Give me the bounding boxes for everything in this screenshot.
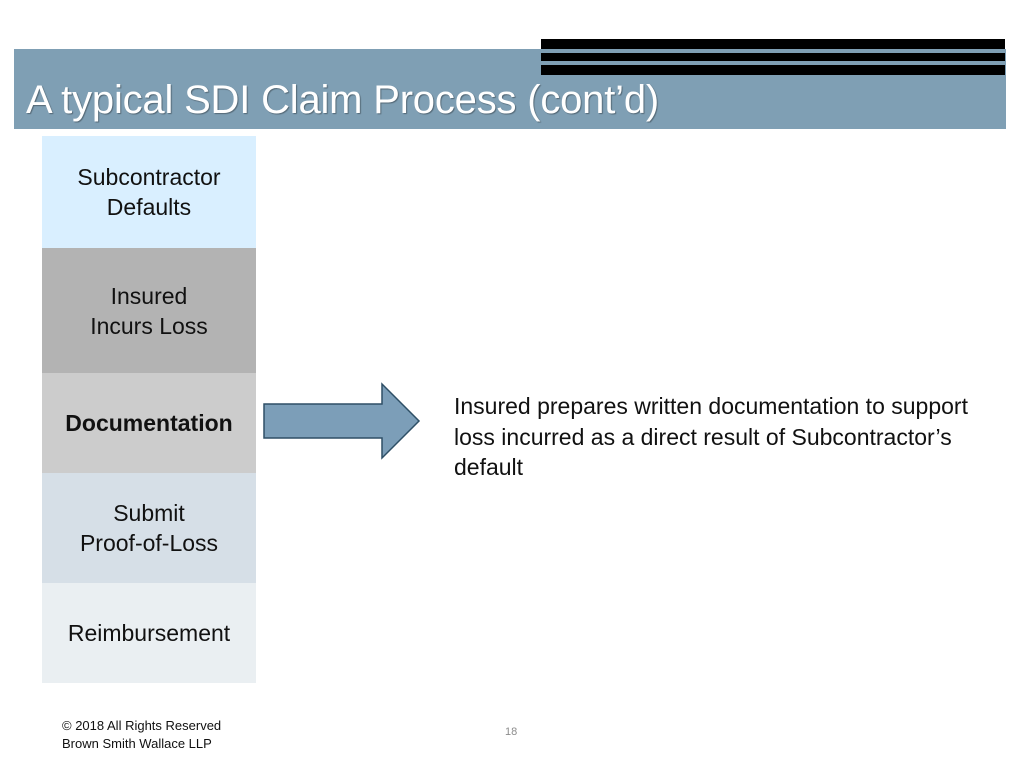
step-description: Insured prepares written documentation t… xyxy=(454,393,968,480)
slide-title: A typical SDI Claim Process (cont’d) xyxy=(26,78,659,122)
step-insured-incurs-loss: Insured Incurs Loss xyxy=(42,248,256,373)
step-documentation: Documentation xyxy=(42,373,256,473)
right-arrow-icon xyxy=(263,382,421,460)
copyright-text: © 2018 All Rights Reserved xyxy=(62,718,222,733)
decorative-stripes xyxy=(541,39,1005,79)
title-bar xyxy=(14,49,1006,129)
stripe xyxy=(541,53,1005,61)
step-reimbursement: Reimbursement xyxy=(42,583,256,683)
process-steps: Subcontractor Defaults Insured Incurs Lo… xyxy=(42,136,256,683)
stripe xyxy=(541,39,1005,49)
step-subcontractor-defaults: Subcontractor Defaults xyxy=(42,136,256,248)
stripe xyxy=(541,65,1005,75)
step-submit-proof-of-loss: Submit Proof-of-Loss xyxy=(42,473,256,583)
footer-copyright: © 2018 All Rights Reserved Brown Smith W… xyxy=(62,717,221,753)
page-number: 18 xyxy=(505,726,518,738)
company-name: Brown Smith Wallace LLP xyxy=(62,736,212,751)
